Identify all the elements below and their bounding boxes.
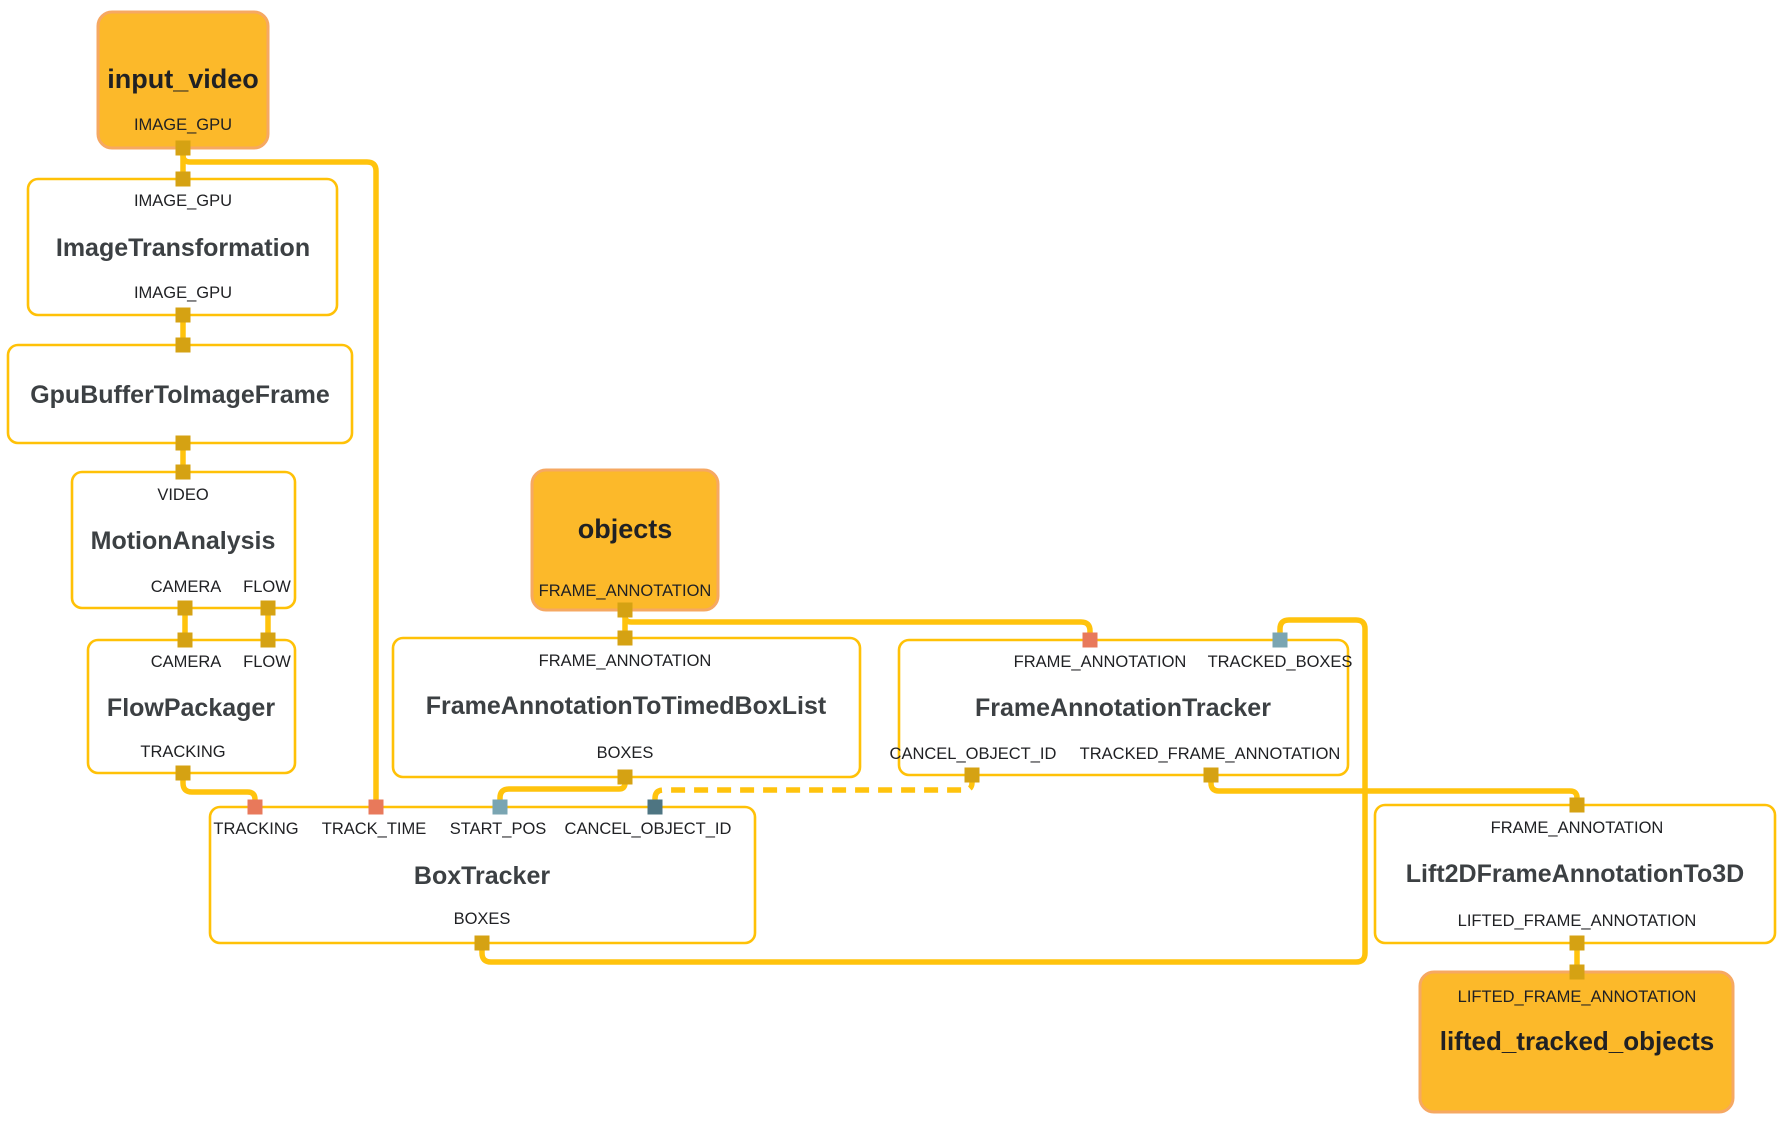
port-lift2d-frame-annotation-in[interactable] (1569, 797, 1585, 813)
port-label-input: CANCEL_OBJECT_ID (565, 820, 732, 838)
port-label-output: TRACKING (140, 743, 225, 761)
port-timedboxlist-boxes-out[interactable] (617, 769, 633, 785)
port-input-video-image-gpu-out[interactable] (175, 140, 191, 156)
port-label-input: VIDEO (157, 486, 209, 504)
edge-input-video-to-boxtracker-track-time (180, 148, 379, 807)
port-motionanalysis-flow-out[interactable] (260, 600, 276, 616)
node-title: Lift2DFrameAnnotationTo3D (1406, 860, 1744, 888)
port-label-output: FLOW (243, 578, 291, 596)
node-title: input_video (107, 64, 259, 94)
node-flow-packager[interactable]: CAMERA FLOW FlowPackager TRACKING (86, 638, 297, 775)
port-lift2d-lifted-frame-annotation-out[interactable] (1569, 935, 1585, 951)
port-tracker-tracked-frame-annotation-out[interactable] (1203, 767, 1219, 783)
port-flowpackager-camera-in[interactable] (177, 632, 193, 648)
port-objects-frame-annotation-out[interactable] (617, 602, 633, 618)
node-motion-analysis[interactable]: VIDEO MotionAnalysis CAMERA FLOW (70, 470, 297, 610)
node-title: GpuBufferToImageFrame (30, 381, 330, 409)
port-flowpackager-tracking-out[interactable] (175, 765, 191, 781)
node-input-video[interactable]: input_video IMAGE_GPU (96, 10, 270, 150)
port-imagetransformation-image-gpu-in[interactable] (175, 171, 191, 187)
port-boxtracker-boxes-out[interactable] (474, 935, 490, 951)
node-title: BoxTracker (414, 862, 550, 890)
node-title: FrameAnnotationTracker (975, 694, 1271, 722)
port-label-input: FRAME_ANNOTATION (1014, 653, 1187, 671)
node-lifted-tracked-objects[interactable]: LIFTED_FRAME_ANNOTATION lifted_tracked_o… (1418, 970, 1735, 1114)
port-label-input: FRAME_ANNOTATION (1491, 819, 1664, 837)
port-label-output: IMAGE_GPU (134, 116, 232, 134)
edge-objects-to-frameannotationtracker (622, 610, 1093, 640)
port-label-output: CAMERA (151, 578, 222, 596)
port-flowpackager-flow-in[interactable] (260, 632, 276, 648)
node-title: FrameAnnotationToTimedBoxList (426, 692, 827, 720)
port-boxtracker-tracking-in[interactable] (247, 799, 263, 815)
node-frame-annotation-to-timed-box-list[interactable]: FRAME_ANNOTATION FrameAnnotationToTimedB… (391, 636, 862, 779)
port-label-output: CANCEL_OBJECT_ID (890, 745, 1057, 763)
node-title: MotionAnalysis (91, 527, 276, 555)
node-objects[interactable]: objects FRAME_ANNOTATION (530, 468, 720, 612)
edge-timedboxlist-boxes-to-boxtracker-startpos (497, 777, 628, 807)
port-timedboxlist-frame-annotation-in[interactable] (617, 630, 633, 646)
edge-tracked-frame-annotation-to-lift2d (1208, 775, 1580, 805)
node-title: lifted_tracked_objects (1440, 1026, 1715, 1056)
edge-flowpackager-tracking-to-boxtracker (180, 773, 258, 807)
node-lift2d-frame-annotation-to-3d[interactable]: FRAME_ANNOTATION Lift2DFrameAnnotationTo… (1373, 803, 1777, 945)
port-label-output: FRAME_ANNOTATION (539, 582, 712, 600)
port-tracker-cancel-object-id-out[interactable] (964, 767, 980, 783)
port-label-output: LIFTED_FRAME_ANNOTATION (1458, 912, 1697, 930)
port-label-input: TRACKED_BOXES (1208, 653, 1353, 671)
port-boxtracker-start-pos-in[interactable] (492, 799, 508, 815)
node-frame-annotation-tracker[interactable]: FRAME_ANNOTATION TRACKED_BOXES FrameAnno… (890, 638, 1353, 777)
node-box-tracker[interactable]: TRACKING TRACK_TIME START_POS CANCEL_OBJ… (208, 805, 757, 945)
node-title: FlowPackager (107, 694, 275, 722)
port-imagetransformation-image-gpu-out[interactable] (175, 307, 191, 323)
port-gpubuffer-out[interactable] (175, 435, 191, 451)
port-motionanalysis-video-in[interactable] (175, 464, 191, 480)
port-boxtracker-cancel-object-id-in[interactable] (647, 799, 663, 815)
edge-cancel-object-id-dashed (652, 775, 975, 807)
port-tracker-tracked-boxes-in[interactable] (1272, 632, 1288, 648)
port-motionanalysis-camera-out[interactable] (177, 600, 193, 616)
node-title: ImageTransformation (56, 234, 310, 262)
node-frame-annotation-tracker-box[interactable] (897, 638, 1350, 777)
node-gpubuffer-to-imageframe[interactable]: GpuBufferToImageFrame (6, 343, 354, 445)
port-label-input: LIFTED_FRAME_ANNOTATION (1458, 988, 1697, 1006)
node-title: objects (578, 514, 673, 544)
ports (175, 140, 1585, 980)
port-label-input: TRACKING (213, 820, 298, 838)
port-label-input: START_POS (450, 820, 547, 838)
port-label-output: IMAGE_GPU (134, 284, 232, 302)
port-label-input: FRAME_ANNOTATION (539, 652, 712, 670)
port-label-input: FLOW (243, 653, 291, 671)
port-label-output: TRACKED_FRAME_ANNOTATION (1080, 745, 1341, 763)
node-image-transformation[interactable]: IMAGE_GPU ImageTransformation IMAGE_GPU (26, 177, 339, 317)
port-label-input: TRACK_TIME (322, 820, 427, 838)
port-label-input: IMAGE_GPU (134, 192, 232, 210)
port-gpubuffer-in[interactable] (175, 337, 191, 353)
port-label-output: BOXES (454, 910, 511, 928)
port-lifted-tracked-objects-in[interactable] (1569, 964, 1585, 980)
port-tracker-frame-annotation-in[interactable] (1082, 632, 1098, 648)
port-label-input: CAMERA (151, 653, 222, 671)
port-boxtracker-track-time-in[interactable] (368, 799, 384, 815)
port-label-output: BOXES (597, 744, 654, 762)
